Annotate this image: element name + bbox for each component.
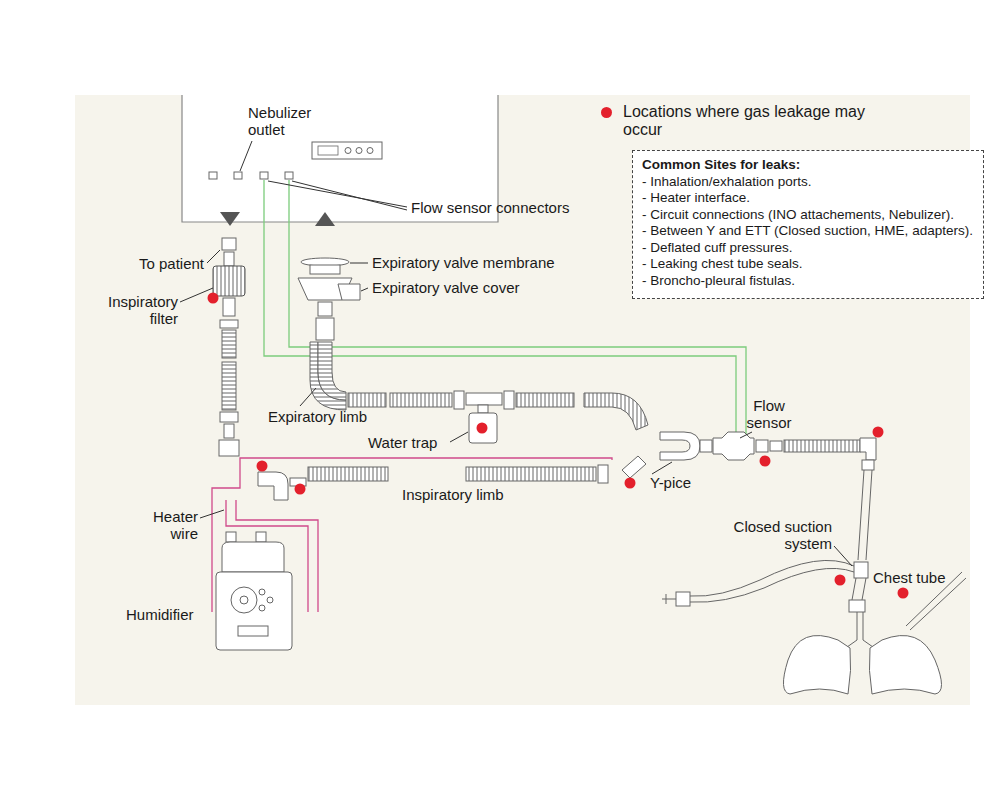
legend-text: Locations where gas leakage may occur: [623, 103, 885, 139]
list-item: - Heater interface.: [642, 190, 974, 207]
part-label: Chest tube: [873, 569, 973, 586]
part-label: Flow sensor: [736, 397, 802, 431]
list-item: - Leaking chest tube seals.: [642, 256, 974, 273]
box-heading: Common Sites for leaks:: [642, 157, 974, 174]
leak-sites-box: Common Sites for leaks:- Inhalation/exha…: [632, 150, 984, 299]
part-label: Expiratory valve cover: [372, 279, 612, 296]
part-label: Flow sensor connectors: [411, 199, 621, 216]
part-label: Inspiratory limb: [402, 486, 552, 503]
part-label: To patient: [96, 255, 204, 272]
list-item: - Circuit connections (INO attachements,…: [642, 207, 974, 224]
part-label: Humidifier: [126, 606, 216, 623]
part-label: Expiratory limb: [268, 408, 408, 425]
part-label: Y-pice: [650, 474, 720, 491]
part-label: Nebulizer outlet: [248, 104, 340, 138]
part-label: Water trap: [368, 434, 458, 451]
list-item: - Inhalation/exhalation ports.: [642, 174, 974, 191]
part-label: Closed suction system: [722, 518, 832, 552]
part-label: Expiratory valve membrane: [372, 254, 612, 271]
legend-dot: [601, 107, 612, 118]
part-label: Inspiratory filter: [86, 293, 178, 327]
part-label: Heater wire: [126, 508, 198, 542]
list-item: - Deflated cuff pressures.: [642, 240, 974, 257]
list-item: - Between Y and ETT (Closed suction, HME…: [642, 223, 974, 240]
list-item: - Broncho-pleural fistulas.: [642, 273, 974, 290]
